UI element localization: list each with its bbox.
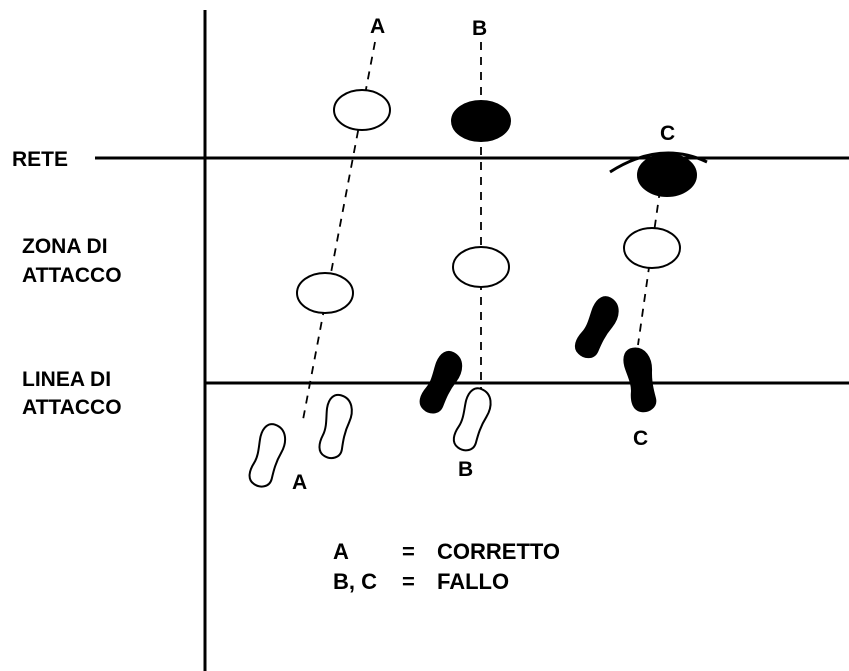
ball-b-middle-hollow — [452, 246, 510, 288]
trajectory-b-top-label: B — [472, 17, 487, 40]
attack-line-label-line2: ATTACCO — [22, 396, 122, 419]
net-label: RETE — [12, 148, 68, 171]
footprint-c-lower-filled — [623, 347, 657, 413]
ball-c-middle-hollow — [623, 227, 681, 269]
trajectory-a-bottom-label: A — [292, 471, 307, 494]
ball-a-top-hollow — [333, 89, 391, 131]
legend-row2-key: B, C — [333, 569, 377, 594]
legend-row2-value: FALLO — [437, 569, 509, 594]
ball-b-top-filled — [451, 100, 511, 142]
trajectory-c-bottom-label: C — [633, 427, 648, 450]
legend-row2-equals: = — [402, 569, 415, 594]
legend: A = CORRETTO B, C = FALLO — [333, 539, 560, 594]
footprint-c-upper-filled — [574, 296, 619, 359]
trajectory-c-top-label: C — [660, 122, 675, 145]
footprint-b-filled — [419, 350, 463, 414]
ball-a-middle-hollow — [296, 272, 354, 314]
trajectory-a-top-label: A — [370, 15, 385, 38]
attack-line-label-line1: LINEA DI — [22, 368, 111, 391]
legend-row1-key: A — [333, 539, 349, 564]
footprint-a-right — [318, 393, 353, 459]
attack-zone-label-line2: ATTACCO — [22, 264, 122, 287]
attack-zone-label-line1: ZONA DI — [22, 235, 108, 258]
legend-row1-value: CORRETTO — [437, 539, 560, 564]
trajectory-b-bottom-label: B — [458, 458, 473, 481]
footprint-b-hollow — [452, 387, 492, 452]
ball-c-top-filled — [637, 153, 697, 197]
footprint-a-left — [248, 423, 287, 488]
legend-row1-equals: = — [402, 539, 415, 564]
net-contact-arc — [609, 151, 708, 174]
